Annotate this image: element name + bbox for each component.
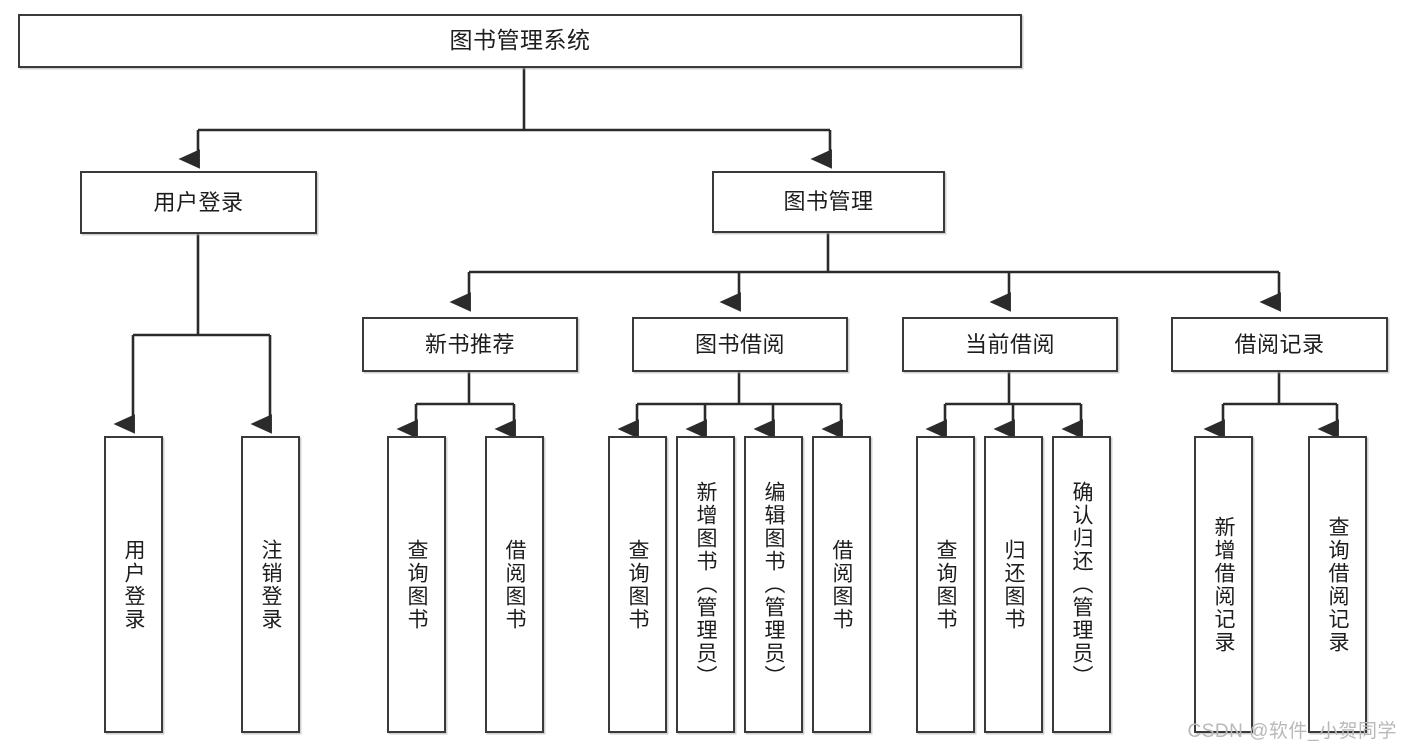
node-user-login[interactable]: 用户登录 (80, 171, 317, 234)
node-label: 查询图书 (405, 538, 428, 631)
node-label: 新增借阅记录 (1212, 515, 1235, 654)
leaf-return-book[interactable]: 归还图书 (984, 436, 1043, 733)
leaf-logout[interactable]: 注销登录 (241, 436, 300, 733)
node-label: 借阅图书 (503, 538, 526, 631)
leaf-confirm-return-admin[interactable]: 确认归还（管理员） (1052, 436, 1111, 733)
leaf-edit-book-admin[interactable]: 编辑图书（管理员） (744, 436, 803, 733)
leaf-add-book-admin[interactable]: 新增图书（管理员） (676, 436, 735, 733)
csdn-watermark: CSDN @软件_小贺同学 (1187, 721, 1397, 742)
node-root-system[interactable]: 图书管理系统 (18, 14, 1022, 68)
node-label: 查询借阅记录 (1326, 515, 1349, 654)
node-label: 确认归还（管理员） (1070, 481, 1093, 688)
node-label: 图书管理系统 (449, 27, 591, 54)
leaf-user-login[interactable]: 用户登录 (104, 436, 163, 733)
node-label: 新增图书（管理员） (694, 481, 717, 688)
node-label: 图书借阅 (694, 331, 785, 357)
node-label: 注销登录 (259, 538, 282, 631)
node-label: 新书推荐 (424, 331, 515, 357)
node-borrow-record[interactable]: 借阅记录 (1171, 317, 1388, 372)
node-label: 归还图书 (1002, 538, 1025, 631)
leaf-borrow-book-recommend[interactable]: 借阅图书 (485, 436, 544, 733)
leaf-add-borrow-record[interactable]: 新增借阅记录 (1194, 436, 1253, 733)
node-new-book-recommend[interactable]: 新书推荐 (362, 317, 578, 372)
node-label: 借阅记录 (1234, 331, 1325, 357)
leaf-query-borrow-record[interactable]: 查询借阅记录 (1308, 436, 1367, 733)
node-label: 当前借阅 (964, 331, 1055, 357)
node-label: 用户登录 (122, 538, 145, 631)
leaf-query-book-current[interactable]: 查询图书 (916, 436, 975, 733)
node-label: 用户登录 (153, 189, 244, 215)
node-label: 查询图书 (626, 538, 649, 631)
leaf-borrow-book[interactable]: 借阅图书 (812, 436, 871, 733)
leaf-query-book-recommend[interactable]: 查询图书 (387, 436, 446, 733)
node-book-management[interactable]: 图书管理 (712, 171, 945, 233)
node-label: 编辑图书（管理员） (762, 481, 785, 688)
node-label: 图书管理 (783, 189, 874, 215)
node-label: 借阅图书 (830, 538, 853, 631)
node-book-borrow[interactable]: 图书借阅 (632, 317, 848, 372)
node-label: 查询图书 (934, 538, 957, 631)
leaf-query-book-borrow[interactable]: 查询图书 (608, 436, 667, 733)
node-current-borrow[interactable]: 当前借阅 (902, 317, 1118, 372)
